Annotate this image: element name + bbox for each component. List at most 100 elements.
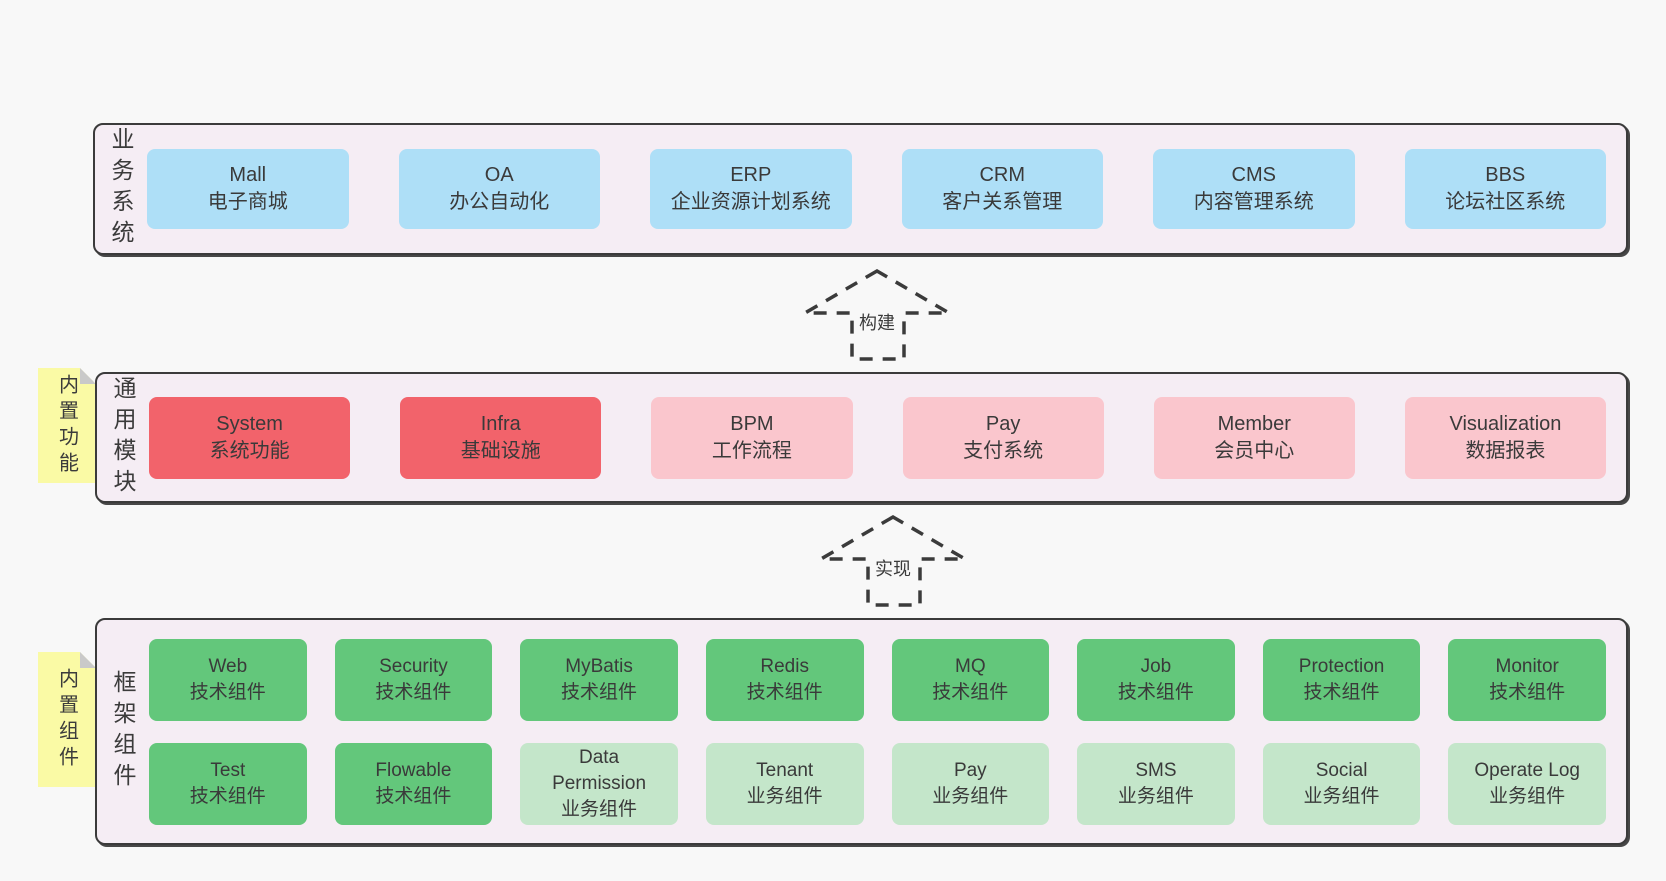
box-subtitle: 业务组件 xyxy=(1489,785,1566,807)
box-mall: Mall 电子商城 xyxy=(147,149,349,229)
box-subtitle: 支付系统 xyxy=(963,439,1044,462)
dashed-up-arrow-icon xyxy=(818,514,968,607)
box-system: System 系统功能 xyxy=(149,396,351,479)
box-title: Pay xyxy=(953,759,987,781)
box-subtitle: 技术组件 xyxy=(189,785,266,807)
box-title: SMS xyxy=(1135,759,1177,781)
note-label: 内置功能 xyxy=(55,373,78,478)
box-title: Mall xyxy=(229,164,267,186)
box-redis: Redis 技术组件 xyxy=(705,638,864,721)
layer-label-framework-components: 框架组件 xyxy=(110,669,136,794)
sticky-note-builtin-features: 内置功能 xyxy=(38,368,96,483)
box-subtitle: 技术组件 xyxy=(1303,681,1380,703)
box-subtitle: 技术组件 xyxy=(1489,681,1566,703)
box-title: CRM xyxy=(979,164,1026,186)
box-title: Infra xyxy=(480,412,521,435)
box-subtitle: 技术组件 xyxy=(189,681,266,703)
box-bbs: BBS 论坛社区系统 xyxy=(1404,149,1606,229)
sticky-note-builtin-components: 内置组件 xyxy=(38,652,96,787)
box-title: MQ xyxy=(955,655,986,677)
box-title: Tenant xyxy=(756,759,814,781)
box-job: Job 技术组件 xyxy=(1077,638,1235,721)
box-subtitle: 企业资源计划系统 xyxy=(670,191,831,213)
box-monitor: Monitor 技术组件 xyxy=(1448,638,1606,721)
layer-label-business-systems: 业务系统 xyxy=(108,127,134,251)
box-title: Web xyxy=(208,655,248,677)
box-test: Test 技术组件 xyxy=(149,742,307,825)
box-subtitle: 内容管理系统 xyxy=(1193,191,1314,213)
container-business-systems: 业务系统 Mall 电子商城 OA 办公自动化 ERP 企业资源计划系统 CRM… xyxy=(93,123,1628,255)
box-title: Visualization xyxy=(1449,412,1562,435)
container-framework-components: 框架组件 Web 技术组件 Security 技术组件 MyBatis 技术组件… xyxy=(95,618,1628,845)
arrow-implement: 实现 xyxy=(818,513,968,609)
box-operate-log: Operate Log 业务组件 xyxy=(1448,742,1606,825)
box-crm: CRM 客户关系管理 xyxy=(901,149,1103,229)
box-sms: SMS 业务组件 xyxy=(1077,742,1235,825)
business-systems-row: Mall 电子商城 OA 办公自动化 ERP 企业资源计划系统 CRM 客户关系… xyxy=(147,125,1626,253)
box-mq: MQ 技术组件 xyxy=(891,638,1050,721)
box-subtitle: 业务组件 xyxy=(932,785,1009,807)
box-title: Monitor xyxy=(1495,655,1559,677)
box-subtitle: 技术组件 xyxy=(1117,681,1194,703)
common-modules-row: System 系统功能 Infra 基础设施 BPM 工作流程 Pay 支付系统… xyxy=(149,374,1626,501)
container-common-modules: 通用模块 System 系统功能 Infra 基础设施 BPM 工作流程 Pay… xyxy=(95,372,1628,503)
box-title: Protection xyxy=(1298,655,1385,677)
box-title: Test xyxy=(210,759,246,781)
box-pay-business: Pay 业务组件 xyxy=(891,742,1050,825)
box-social: Social 业务组件 xyxy=(1262,742,1421,825)
dashed-up-arrow-icon xyxy=(802,268,952,361)
box-subtitle: 技术组件 xyxy=(932,681,1009,703)
box-subtitle: 论坛社区系统 xyxy=(1445,191,1566,213)
framework-components-grid: Web 技术组件 Security 技术组件 MyBatis 技术组件 Redi… xyxy=(149,620,1626,843)
box-title: BPM xyxy=(730,412,774,435)
box-protection: Protection 技术组件 xyxy=(1262,638,1421,721)
box-subtitle: 会员中心 xyxy=(1214,439,1295,462)
box-title: Member xyxy=(1217,412,1291,435)
box-subtitle: 系统功能 xyxy=(209,439,290,462)
box-pay: Pay 支付系统 xyxy=(902,396,1104,479)
box-oa: OA 办公自动化 xyxy=(398,149,600,229)
box-subtitle: 技术组件 xyxy=(375,785,452,807)
box-title: OA xyxy=(484,164,514,186)
box-subtitle: 客户关系管理 xyxy=(942,191,1063,213)
box-title: MyBatis xyxy=(565,655,633,677)
box-title: Pay xyxy=(985,412,1021,435)
box-web: Web 技术组件 xyxy=(149,638,307,721)
box-member: Member 会员中心 xyxy=(1153,396,1355,479)
box-title: BBS xyxy=(1485,164,1526,186)
box-subtitle: 工作流程 xyxy=(711,439,792,462)
box-subtitle: 办公自动化 xyxy=(449,191,550,213)
note-label: 内置组件 xyxy=(55,667,78,772)
arrow-build: 构建 xyxy=(802,267,952,363)
box-subtitle: 基础设施 xyxy=(460,439,541,462)
box-subtitle: 业务组件 xyxy=(1117,785,1194,807)
box-subtitle: 业务组件 xyxy=(561,798,638,820)
note-fold-corner-icon xyxy=(80,368,96,384)
box-title-line2: Permission xyxy=(552,772,647,794)
box-subtitle: 技术组件 xyxy=(746,681,823,703)
box-data-permission: Data Permission 业务组件 xyxy=(520,742,678,825)
box-infra: Infra 基础设施 xyxy=(400,396,602,479)
arrow-build-label: 构建 xyxy=(856,309,898,335)
box-visualization: Visualization 数据报表 xyxy=(1404,396,1607,479)
box-tenant: Tenant 业务组件 xyxy=(705,742,864,825)
note-fold-corner-icon xyxy=(80,652,96,668)
box-title: Data xyxy=(578,746,620,768)
box-subtitle: 业务组件 xyxy=(746,785,823,807)
box-mybatis: MyBatis 技术组件 xyxy=(520,638,678,721)
box-title: Job xyxy=(1140,655,1172,677)
arrow-implement-label: 实现 xyxy=(872,555,914,581)
box-title: Redis xyxy=(760,655,809,677)
box-title: CMS xyxy=(1231,164,1276,186)
box-title: Security xyxy=(379,655,448,677)
box-subtitle: 数据报表 xyxy=(1465,439,1546,462)
box-erp: ERP 企业资源计划系统 xyxy=(650,149,852,229)
box-title: Social xyxy=(1315,759,1368,781)
box-title: Operate Log xyxy=(1474,759,1580,781)
box-bpm: BPM 工作流程 xyxy=(651,396,853,479)
box-subtitle: 电子商城 xyxy=(207,191,288,213)
box-flowable: Flowable 技术组件 xyxy=(334,742,493,825)
box-cms: CMS 内容管理系统 xyxy=(1153,149,1355,229)
box-title: Flowable xyxy=(375,759,452,781)
layer-label-common-modules: 通用模块 xyxy=(110,375,136,500)
